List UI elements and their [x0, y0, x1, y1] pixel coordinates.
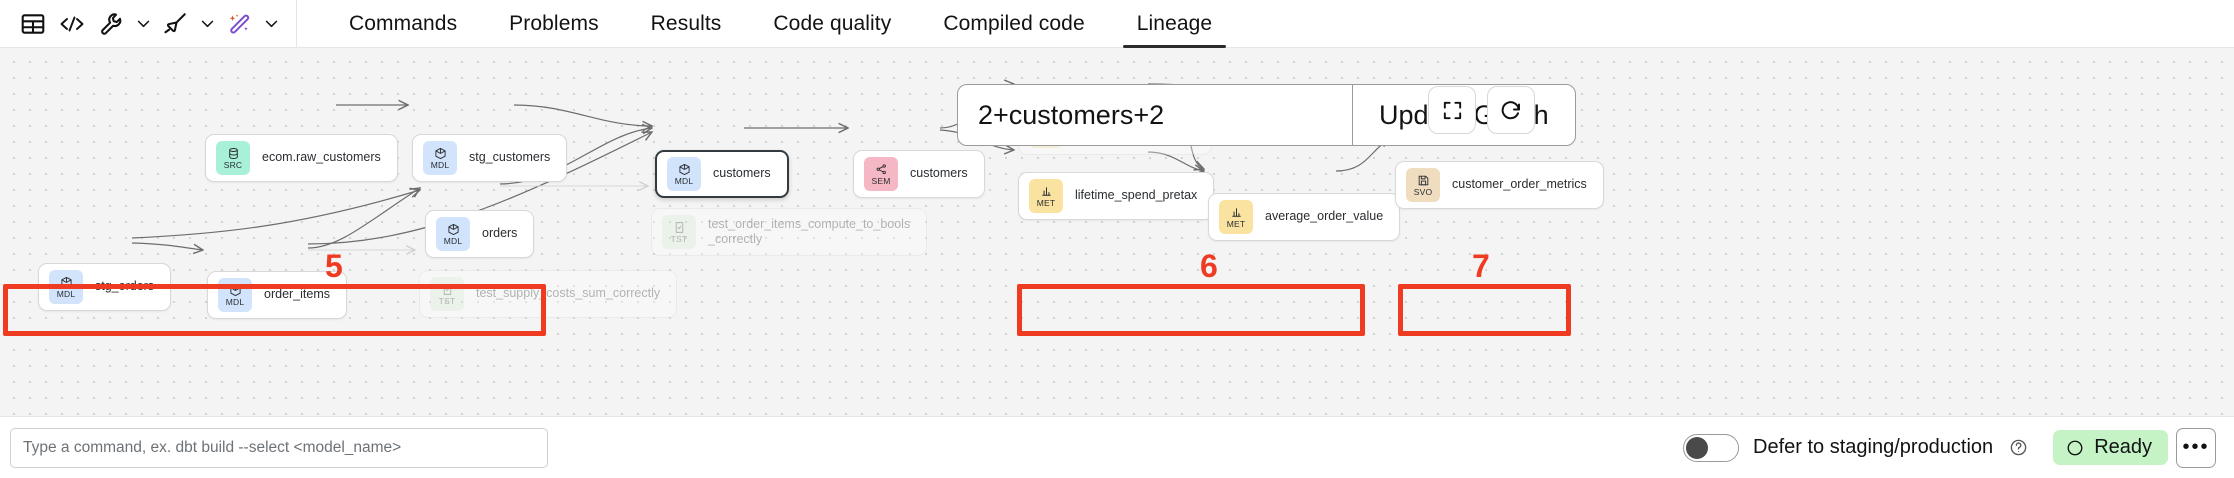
- badge-type: MDL: [225, 296, 245, 307]
- defer-toggle[interactable]: [1683, 433, 1740, 462]
- node-label: test_order_items_compute_to_bools _corre…: [708, 216, 911, 246]
- lineage-canvas[interactable]: SRC ecom.raw_customers MDL stg_customers…: [0, 48, 2234, 416]
- defer-group: Defer to staging/production: [1673, 428, 2039, 468]
- badge-type: SEM: [871, 175, 891, 186]
- tab-compiled-code[interactable]: Compiled code: [943, 11, 1085, 35]
- lineage-selector-input[interactable]: [958, 85, 1352, 145]
- refresh-icon[interactable]: [1487, 86, 1535, 134]
- lineage-node[interactable]: SRC ecom.raw_customers: [205, 134, 398, 182]
- lineage-node[interactable]: TST test_order_items_compute_to_bools _c…: [651, 208, 928, 256]
- test-badge-icon: TST: [430, 277, 464, 311]
- lineage-node[interactable]: MET average_order_value: [1208, 193, 1401, 241]
- command-bar: Defer to staging/production Ready •••: [0, 416, 2234, 478]
- status-badge[interactable]: Ready: [2053, 430, 2168, 465]
- badge-type: MDL: [674, 175, 694, 186]
- lineage-node-selected[interactable]: MDL customers: [655, 150, 789, 198]
- model-badge-icon: MDL: [423, 141, 457, 175]
- node-label: customer_order_metrics: [1452, 177, 1587, 192]
- badge-type: TST: [438, 295, 456, 306]
- lineage-node[interactable]: SVO customer_order_metrics: [1395, 161, 1604, 209]
- question-circle-icon[interactable]: [2007, 437, 2029, 459]
- table-view-icon[interactable]: [14, 1, 52, 47]
- metric-badge-icon: MET: [1219, 200, 1253, 234]
- node-label: stg_orders: [95, 279, 155, 294]
- tab-code-quality[interactable]: Code quality: [773, 11, 892, 35]
- node-label: stg_customers: [469, 150, 551, 165]
- command-input[interactable]: [10, 427, 548, 468]
- ai-magic-wand-icon[interactable]: [220, 1, 258, 47]
- editor-toolbar: Commands Problems Results Code quality C…: [0, 0, 2234, 48]
- lineage-node[interactable]: TST test_supply_costs_sum_correctly: [419, 270, 678, 318]
- format-broom-icon[interactable]: [156, 1, 194, 47]
- lineage-node[interactable]: MET lifetime_spend_pretax: [1018, 172, 1215, 220]
- lineage-node[interactable]: MDL order_items: [207, 271, 347, 319]
- defer-toggle-knob: [1686, 436, 1709, 459]
- metric-badge-icon: MET: [1029, 179, 1063, 213]
- badge-type: MET: [1226, 218, 1246, 229]
- node-label: ecom.raw_customers: [262, 150, 381, 165]
- node-label: customers: [713, 166, 771, 181]
- lineage-node[interactable]: MDL stg_customers: [412, 134, 568, 182]
- node-label: order_items: [264, 287, 330, 302]
- defer-label: Defer to staging/production: [1753, 436, 1994, 458]
- lineage-node[interactable]: SEM customers: [853, 150, 985, 198]
- badge-type: TST: [670, 233, 688, 244]
- badge-type: SVO: [1413, 186, 1433, 197]
- node-label: orders: [482, 226, 518, 241]
- model-badge-icon: MDL: [49, 270, 83, 304]
- saved-query-badge-icon: SVO: [1406, 168, 1440, 202]
- model-badge-icon: MDL: [218, 278, 252, 312]
- toolbar-divider: [296, 0, 297, 48]
- source-badge-icon: SRC: [216, 141, 250, 175]
- lineage-selector-overlay: Update Graph: [957, 84, 1576, 146]
- fullscreen-icon[interactable]: [1428, 86, 1476, 134]
- toolbar-icon-group: [0, 0, 297, 48]
- lineage-node[interactable]: MDL orders: [425, 210, 535, 258]
- node-label: lifetime_spend_pretax: [1075, 188, 1198, 203]
- status-group: Ready •••: [2039, 422, 2224, 474]
- panel-tabs: Commands Problems Results Code quality C…: [323, 0, 1238, 48]
- tab-problems[interactable]: Problems: [509, 11, 599, 35]
- badge-type: MDL: [56, 288, 76, 299]
- test-badge-icon: TST: [662, 215, 696, 249]
- build-chevron-down-icon[interactable]: [130, 1, 156, 47]
- node-label: customers: [910, 166, 968, 181]
- code-view-icon[interactable]: [52, 1, 92, 47]
- build-wrench-icon[interactable]: [92, 1, 130, 47]
- lineage-node[interactable]: MDL stg_orders: [38, 263, 172, 311]
- model-badge-icon: MDL: [667, 157, 701, 191]
- badge-type: MET: [1036, 197, 1056, 208]
- badge-type: MDL: [430, 159, 450, 170]
- node-label: test_supply_costs_sum_correctly: [476, 286, 661, 301]
- semantic-badge-icon: SEM: [864, 157, 898, 191]
- model-badge-icon: MDL: [436, 217, 470, 251]
- format-chevron-down-icon[interactable]: [194, 1, 220, 47]
- ai-chevron-down-icon[interactable]: [258, 1, 284, 47]
- tab-results[interactable]: Results: [650, 11, 722, 35]
- more-options-icon[interactable]: •••: [2176, 427, 2216, 468]
- tab-lineage[interactable]: Lineage: [1111, 0, 1238, 48]
- status-label: Ready: [2094, 436, 2152, 458]
- status-circle-icon: [2067, 440, 2083, 455]
- badge-type: SRC: [223, 159, 243, 170]
- node-label: average_order_value: [1265, 209, 1384, 224]
- command-bar-right: Defer to staging/production Ready •••: [1673, 422, 2224, 474]
- tab-commands[interactable]: Commands: [349, 11, 458, 35]
- badge-type: MDL: [443, 235, 463, 246]
- command-input-wrap: [10, 427, 548, 468]
